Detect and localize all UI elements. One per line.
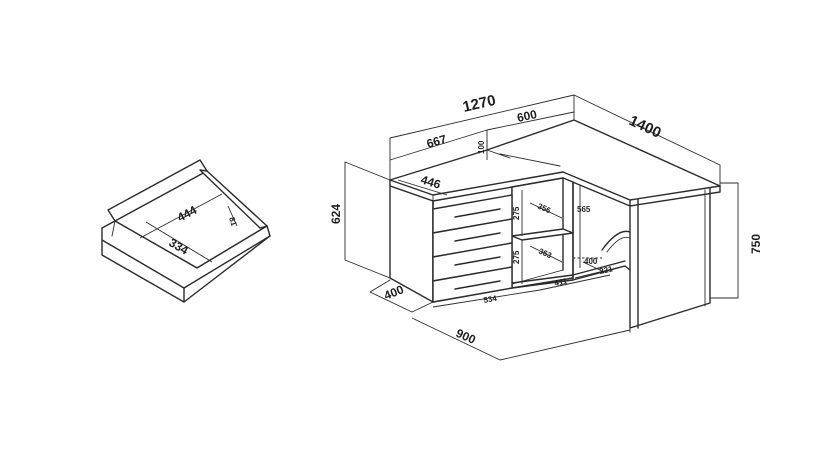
drawer-handle-3 (454, 256, 501, 266)
drawer-height-dimline (227, 205, 238, 227)
dimline-534 (432, 289, 541, 308)
dimline-400-bottom (369, 291, 413, 313)
drawer-handle-1 (454, 208, 501, 218)
drawer-front-4 (432, 266, 513, 303)
drawer-handle-4 (454, 280, 501, 290)
label-1270: 1270 (461, 92, 497, 116)
dimline-446 (397, 179, 448, 196)
label-750: 750 (749, 234, 763, 254)
label-221: 221 (599, 264, 614, 276)
upper-shelf (511, 228, 574, 241)
drawer-front-panel (101, 220, 271, 303)
dimline-363 (529, 245, 563, 263)
label-100: 100 (477, 140, 486, 154)
dimline-600 (486, 111, 575, 131)
drawer-drawing: 444 334 81 (101, 159, 271, 303)
dimline-411 (539, 274, 611, 291)
dimline-400-leg (582, 261, 605, 273)
drawer-handle-2 (454, 232, 501, 242)
dimline-667 (389, 129, 488, 161)
label-275-lower: 275 (512, 250, 521, 264)
label-900: 900 (454, 326, 478, 347)
label-600: 600 (516, 107, 539, 125)
dimline-900 (411, 317, 501, 361)
kneehole-arch (601, 230, 631, 251)
label-534: 534 (483, 294, 498, 305)
desk-drawing: 1270 667 600 1400 100 446 624 750 275 27… (329, 92, 763, 361)
desk-top-surface (389, 119, 721, 201)
drawer-depth-dimline (145, 221, 213, 263)
label-400-leg: 400 (584, 257, 598, 266)
label-446: 446 (419, 172, 443, 191)
drawer-height-label: 81 (227, 216, 238, 228)
label-565: 565 (577, 205, 591, 214)
dimline-356 (529, 202, 563, 219)
dimline-221 (574, 265, 626, 279)
label-667: 667 (425, 132, 448, 151)
label-411: 411 (554, 276, 569, 288)
drawer-width-label: 444 (175, 203, 200, 225)
dimline-1270 (389, 94, 575, 139)
dimline-1400 (573, 94, 721, 166)
drawer-fronts (432, 194, 513, 303)
label-624: 624 (329, 204, 343, 224)
label-1400: 1400 (626, 112, 663, 142)
dimline-900-ext (499, 329, 631, 361)
label-275-upper: 275 (512, 206, 521, 220)
drawer-width-dimline (139, 193, 223, 239)
